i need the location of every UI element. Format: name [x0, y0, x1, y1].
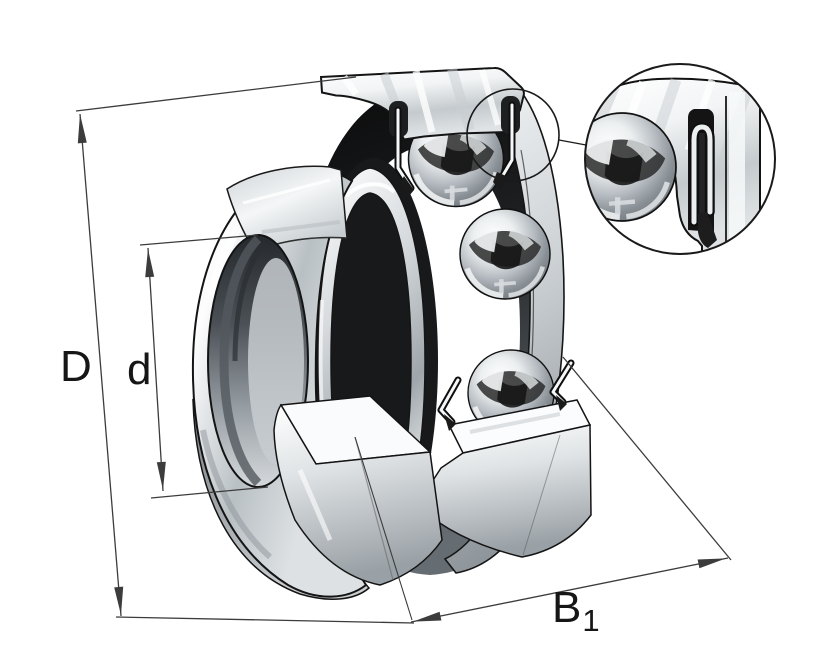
bearing-drawing	[191, 63, 776, 600]
collar-step	[273, 395, 443, 586]
seal-hook-bottom-right	[549, 359, 575, 411]
callout-connector-line	[558, 139, 587, 146]
seal-hook-bottom-left	[437, 376, 462, 431]
locking-collar	[191, 165, 443, 600]
dimension-d-line	[139, 234, 269, 499]
dimension-label-width: B1	[552, 583, 600, 638]
detail-seal-groove	[688, 109, 717, 248]
dimension-B1-line	[354, 356, 732, 623]
dimension-D-line	[75, 76, 415, 624]
detail-ball	[568, 113, 676, 221]
dimension-label-outer-diameter: D	[60, 342, 92, 391]
inner-ring-bottom	[416, 399, 592, 558]
ball-middle	[460, 209, 550, 299]
callout-large-circle	[568, 63, 776, 255]
dimension-lines	[75, 76, 732, 624]
seal-hooks	[394, 101, 575, 431]
seal-hook-top-left	[394, 106, 415, 196]
seal-hook-top-right	[493, 101, 516, 191]
callout-small-circle	[466, 88, 560, 182]
seal-detail-callout	[466, 63, 776, 255]
dimension-label-width-subscript: 1	[582, 603, 600, 638]
dimension-label-bore-diameter: d	[127, 345, 152, 394]
